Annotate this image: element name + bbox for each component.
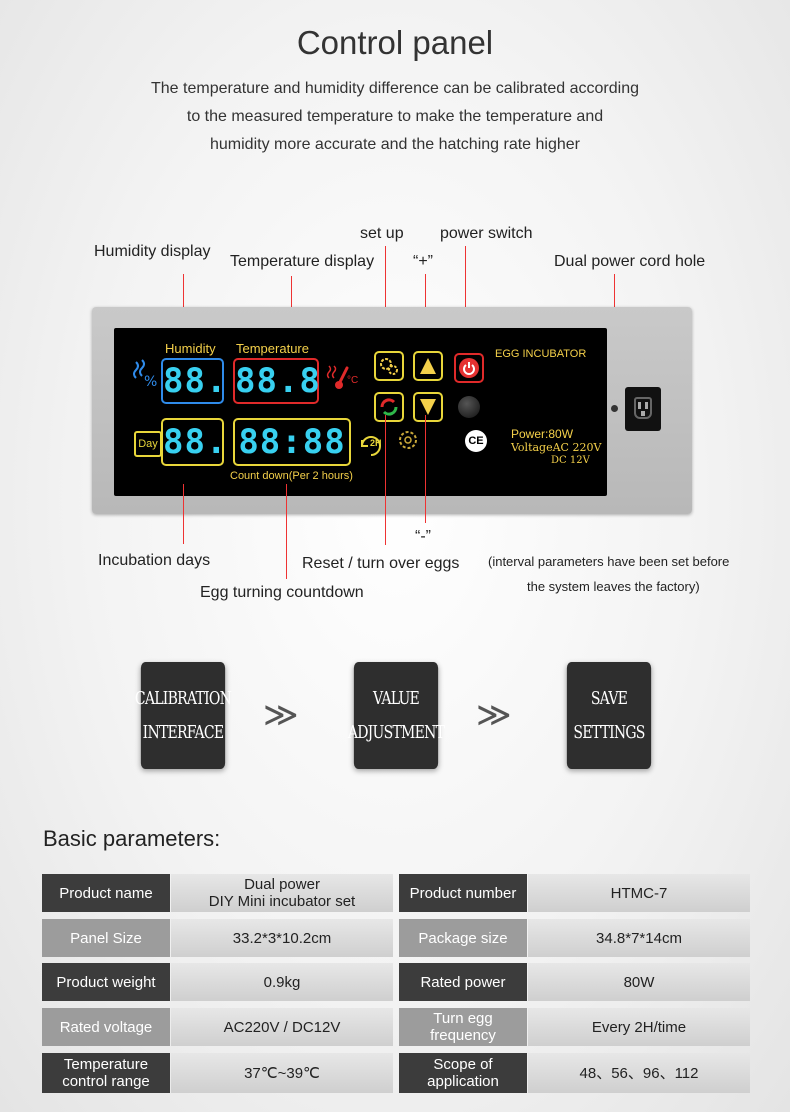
arrow-up-icon	[420, 358, 436, 374]
param-value: 34.8*7*14cm	[528, 919, 750, 957]
interval-note: (interval parameters have been set befor…	[488, 554, 730, 569]
param-value: AC220V / DC12V	[171, 1008, 393, 1046]
param-value: 0.9kg	[171, 963, 393, 1001]
param-key: Rated power	[399, 963, 527, 1001]
intro-text: The temperature and humidity difference …	[60, 75, 730, 159]
intro-line: humidity more accurate and the hatching …	[210, 136, 580, 153]
callout-line	[385, 246, 386, 342]
param-key: Turn egg frequency	[399, 1008, 527, 1046]
temperature-readout: 88.8	[233, 358, 320, 404]
param-key: Temperature control range	[42, 1053, 170, 1093]
intro-line: The temperature and humidity difference …	[151, 80, 639, 97]
chevron-right-icon: ≫	[263, 696, 299, 734]
voltage-dc: DC 12V	[551, 455, 590, 466]
power-button[interactable]	[454, 353, 484, 383]
param-key-line: Temperature	[63, 1056, 149, 1073]
svg-text:%: %	[144, 374, 157, 388]
param-key-line: control range	[62, 1073, 150, 1090]
callout-plus: “+”	[413, 253, 433, 270]
callout-reset-turn-over-eggs: Reset / turn over eggs	[302, 555, 460, 572]
humidity-icon: %	[133, 359, 157, 388]
param-key: Package size	[399, 919, 527, 957]
step-line: SAVE	[590, 687, 628, 709]
celsius-symbol: °C	[347, 375, 359, 386]
ce-mark-icon: CE	[465, 430, 487, 452]
callout-minus: “-”	[415, 528, 431, 545]
callout-humidity-display: Humidity display	[94, 243, 211, 260]
incubation-days-readout: 88.	[161, 418, 226, 466]
step-line: CALIBRATION	[134, 687, 232, 709]
param-key: Scope of application	[399, 1053, 527, 1093]
param-value-line: DIY Mini incubator set	[208, 893, 356, 910]
gear-small-icon	[399, 431, 417, 449]
voltage-rating: VoltageAC 220V	[511, 441, 602, 454]
param-key-line: Scope of	[433, 1056, 493, 1073]
step-save-settings: SAVE SETTINGS	[566, 662, 652, 769]
power-socket-icon	[625, 387, 661, 431]
callout-line	[425, 415, 426, 523]
callout-line	[465, 246, 466, 342]
callout-line	[385, 415, 386, 545]
param-key-line: Turn egg	[433, 1010, 493, 1027]
parameters-title: Basic parameters:	[43, 826, 221, 851]
param-value: 48、56、96、112	[528, 1053, 750, 1093]
step-line: VALUE	[372, 687, 420, 709]
param-key: Product number	[399, 874, 527, 912]
reset-turn-eggs-button[interactable]	[374, 392, 404, 422]
two-hour-label: 2H	[370, 438, 382, 448]
cord-hole-dot	[611, 405, 618, 412]
callout-temperature-display: Temperature display	[230, 253, 375, 270]
power-rating: Power:80W	[511, 427, 574, 441]
param-value: 33.2*3*10.2cm	[171, 919, 393, 957]
step-calibration-interface: CALIBRATION INTERFACE	[135, 662, 232, 769]
brand-label: EGG INCUBATOR	[495, 348, 587, 360]
power-icon	[459, 358, 479, 378]
countdown-readout: 88:88	[233, 418, 351, 466]
param-value: 37℃~39℃	[171, 1053, 393, 1093]
callout-egg-turning-countdown: Egg turning countdown	[200, 584, 364, 601]
plus-button[interactable]	[413, 351, 443, 381]
param-value: 80W	[528, 963, 750, 1001]
humidity-readout: 88.	[161, 358, 226, 404]
egg-turn-2h-icon	[361, 436, 381, 456]
param-key: Product weight	[42, 963, 170, 1001]
intro-line: to the measured temperature to make the …	[186, 108, 604, 125]
param-key: Product name	[42, 874, 170, 912]
callout-set-up: set up	[360, 225, 404, 242]
step-line: SETTINGS	[573, 721, 645, 743]
arrow-down-icon	[420, 399, 436, 415]
param-value: Dual power DIY Mini incubator set	[171, 874, 393, 912]
gear-icon	[380, 358, 398, 375]
setup-button[interactable]	[374, 351, 404, 381]
param-key: Rated voltage	[42, 1008, 170, 1046]
param-key: Panel Size	[42, 919, 170, 957]
callout-line	[286, 484, 287, 579]
callout-incubation-days: Incubation days	[98, 552, 211, 569]
callout-power-switch: power switch	[440, 225, 533, 242]
interval-note: the system leaves the factory)	[527, 579, 700, 594]
callout-dual-power-cord-hole: Dual power cord hole	[554, 253, 706, 270]
countdown-label: Count down(Per 2 hours)	[230, 470, 353, 482]
param-value: HTMC-7	[528, 874, 750, 912]
minus-button[interactable]	[413, 392, 443, 422]
thermometer-icon	[326, 365, 349, 389]
temperature-label: Temperature	[236, 341, 309, 356]
indicator-knob	[458, 396, 480, 418]
humidity-label: Humidity	[165, 341, 216, 356]
param-key-line: frequency	[430, 1027, 496, 1044]
page-title: Control panel	[296, 24, 494, 61]
param-key-line: application	[427, 1073, 499, 1090]
step-line: INTERFACE	[142, 721, 224, 743]
day-icon: Day	[134, 431, 162, 457]
step-value-adjustment: VALUE ADJUSTMENT	[348, 662, 445, 769]
chevron-right-icon: ≫	[476, 696, 512, 734]
callout-line	[183, 484, 184, 544]
param-value-line: Dual power	[244, 876, 320, 893]
param-value: Every 2H/time	[528, 1008, 750, 1046]
refresh-icon	[380, 398, 398, 416]
step-line: ADJUSTMENT	[347, 721, 445, 743]
lcd-screen	[114, 328, 607, 496]
